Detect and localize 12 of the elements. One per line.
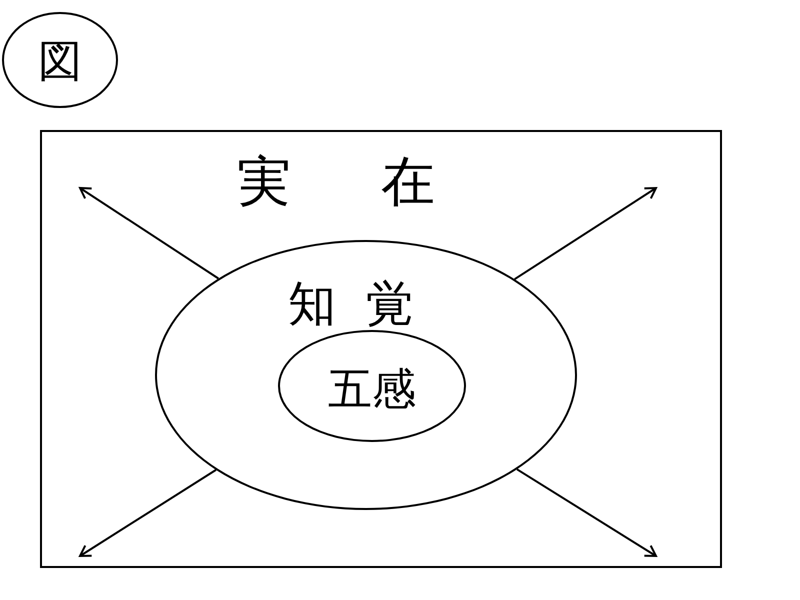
- region-label: 実在: [237, 149, 525, 215]
- arrow: [79, 187, 219, 280]
- arrow: [79, 469, 217, 557]
- region-label: 図: [38, 35, 82, 89]
- circled-label: [2, 12, 118, 108]
- region-label: 五感: [328, 363, 416, 417]
- inner-ellipse: [278, 330, 466, 442]
- arrow: [514, 187, 657, 280]
- ellipse-region: [155, 240, 577, 510]
- region-label: 知覚: [288, 275, 444, 334]
- outer-frame: [40, 130, 722, 568]
- arrow: [516, 468, 657, 557]
